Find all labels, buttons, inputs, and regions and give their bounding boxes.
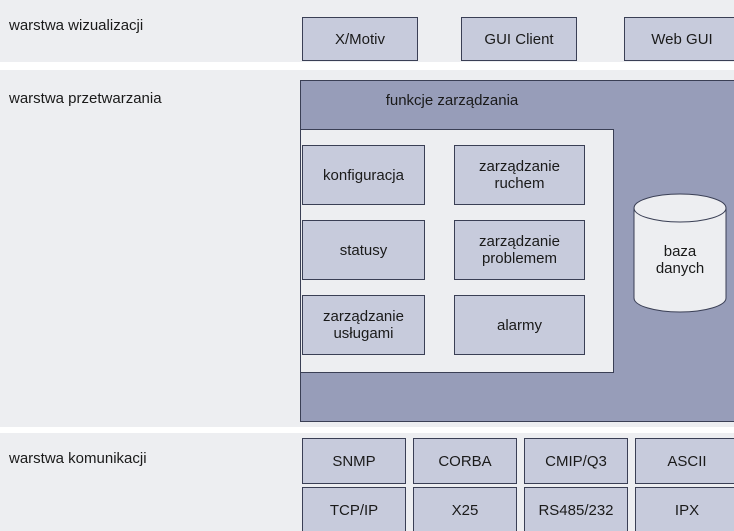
rs485-232-box: RS485/232 [524, 487, 628, 531]
visualization-layer: warstwa wizualizacji X/Motiv GUI Client … [0, 0, 734, 62]
management-functions-title: funkcje zarządzania [385, 92, 519, 109]
service-management-box: zarządzanie usługami [302, 295, 425, 355]
web-gui-box: Web GUI [624, 17, 734, 61]
visualization-layer-label: warstwa wizualizacji [9, 17, 144, 34]
alarms-box: alarmy [454, 295, 585, 355]
cmip-q3-box: CMIP/Q3 [524, 438, 628, 484]
configuration-box: konfiguracja [302, 145, 425, 205]
ascii-box: ASCII [635, 438, 734, 484]
processing-layer-label: warstwa przetwarzania [9, 90, 162, 107]
snmp-box: SNMP [302, 438, 406, 484]
statuses-box: statusy [302, 220, 425, 280]
database-icon [633, 193, 727, 313]
x25-box: X25 [413, 487, 517, 531]
xmotiv-box: X/Motiv [302, 17, 418, 61]
corba-box: CORBA [413, 438, 517, 484]
database-label: baza danych [655, 243, 705, 277]
problem-management-box: zarządzanie problemem [454, 220, 585, 280]
tcp-ip-box: TCP/IP [302, 487, 406, 531]
communication-layer-label: warstwa komunikacji [9, 450, 147, 467]
gui-client-box: GUI Client [461, 17, 577, 61]
traffic-management-box: zarządzanie ruchem [454, 145, 585, 205]
ipx-box: IPX [635, 487, 734, 531]
